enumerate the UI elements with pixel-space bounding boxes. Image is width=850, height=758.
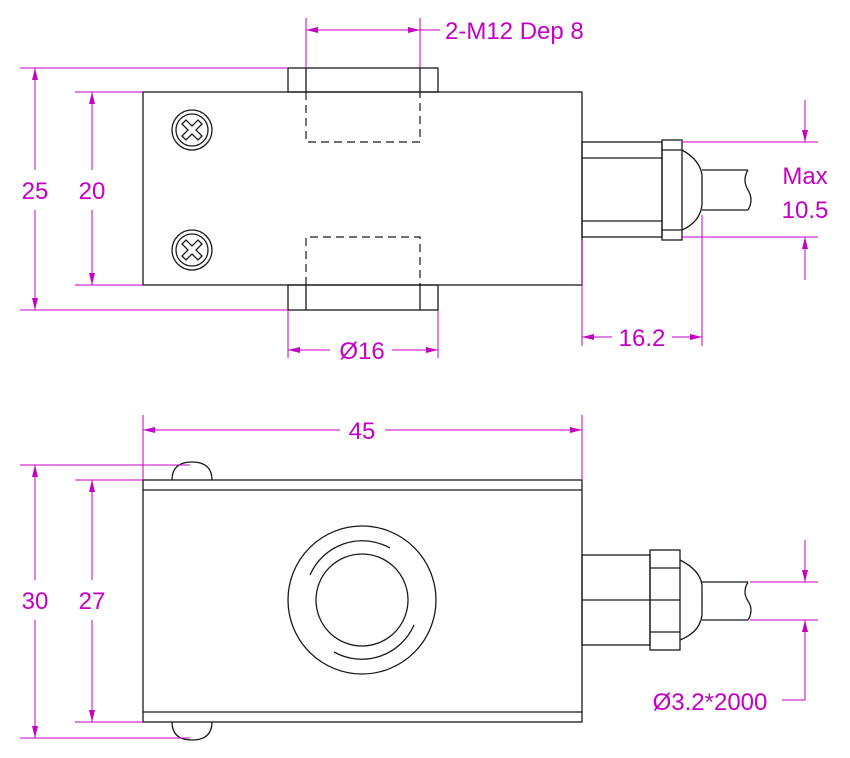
side-view: 45 30 27 Ø3.2*2000 <box>20 415 818 741</box>
hidden-thread-top <box>305 92 421 143</box>
cable-spec: Ø3.2*2000 <box>653 689 768 716</box>
cable-gland-side <box>581 549 752 651</box>
top-view: 25 20 2-M12 Dep 8 Max 10.5 16.2 Ø16 <box>20 18 828 365</box>
sensor-body-side <box>142 479 583 723</box>
top-bump <box>171 461 213 481</box>
dim-height-25: 25 <box>22 178 49 205</box>
cable-max-value: 10.5 <box>782 197 829 224</box>
bottom-boss <box>287 284 439 311</box>
dim-height-27: 27 <box>79 588 106 615</box>
dim-connector-length: 16.2 <box>619 325 666 352</box>
hidden-thread-bottom <box>305 236 421 285</box>
screw-icon <box>171 109 213 151</box>
sensor-body <box>142 91 583 286</box>
dim-height-30: 30 <box>22 588 49 615</box>
bottom-bump <box>171 721 213 741</box>
dim-boss-diameter: Ø16 <box>339 338 384 365</box>
screw-icon <box>171 229 213 271</box>
load-button <box>287 525 437 675</box>
dim-height-20: 20 <box>79 178 106 205</box>
cable-gland <box>581 139 752 241</box>
top-boss <box>287 67 439 93</box>
dim-length-45: 45 <box>349 418 376 445</box>
cable-max-label: Max <box>782 163 827 190</box>
thread-label: 2-M12 Dep 8 <box>445 18 584 45</box>
